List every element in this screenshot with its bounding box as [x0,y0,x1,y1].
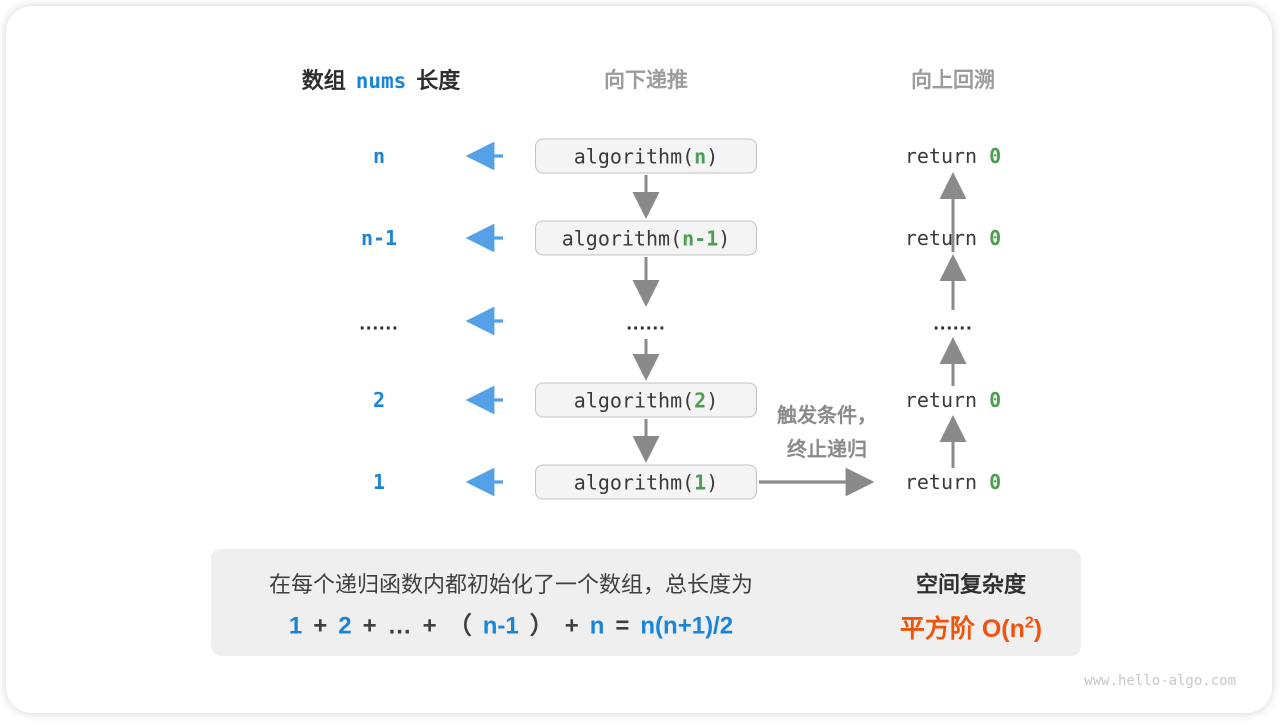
call-arg: n-1 [682,226,719,250]
formula-token: = [615,612,630,640]
formula-token: 2 [338,612,352,640]
formula-token: + [422,612,437,640]
return-value: 0 [989,226,1002,250]
call-close: ) [706,388,719,412]
complexity-title: 空间复杂度 [915,572,1027,597]
return-label-5: return 0 [905,470,1001,494]
summary-box: 在每个递归函数内都初始化了一个数组，总长度为 1 + 2 + … + （ n-1… [211,549,1081,656]
formula-token: n [589,612,605,640]
size-label-1: 1 [372,470,386,494]
header-nums-code: nums [355,69,407,93]
size-label-n-1: n-1 [360,226,398,250]
return-value: 0 [989,388,1002,412]
summary-text: 在每个递归函数内都初始化了一个数组，总长度为 [268,572,754,597]
watermark: www.hello-algo.com [1084,673,1236,689]
return-label-1: return 0 [905,144,1001,168]
formula-token: + [564,612,579,640]
call-text: algorithm( [573,144,695,168]
return-keyword: return [904,226,978,250]
call-box-n-1: algorithm(n-1) [535,220,757,256]
call-arg: n [694,144,707,168]
return-keyword: return [904,470,978,494]
formula-token: + [313,612,328,640]
column-header-array-length: 数组 nums 长度 [302,63,461,95]
complexity-value: 平方阶 O(n2) [900,609,1042,645]
base-case-line1: 触发条件， [777,405,877,427]
ellipsis-right: ...... [933,312,973,335]
summary-formula: 1 + 2 + … + （ n-1 ） + n = n(n+1)/2 [289,606,733,641]
call-arg: 1 [694,470,707,494]
return-value: 0 [989,470,1002,494]
complexity-exponent: 2 [1024,614,1034,632]
call-text: algorithm( [573,388,695,412]
call-text: algorithm( [561,226,683,250]
call-box-2: algorithm(2) [535,382,757,418]
return-keyword: return [904,144,978,168]
call-box-1: algorithm(1) [535,464,757,500]
call-text: algorithm( [573,470,695,494]
call-close: ) [718,226,731,250]
formula-token: n(n+1)/2 [640,612,734,640]
call-close: ) [706,144,719,168]
ellipsis-left: ...... [359,312,399,335]
formula-token: 1 [288,612,303,640]
formula-token: + [362,612,377,640]
complexity-suffix: ) [1033,615,1043,643]
base-case-line2: 终止递归 [787,439,867,461]
size-label-2: 2 [372,388,386,412]
formula-token: … [387,612,412,640]
diagram-card: 数组 nums 长度 向下递推 向上回溯 n algorithm(n) retu… [6,6,1272,713]
size-label-n: n [372,144,386,168]
formula-token: n-1 [482,612,519,640]
call-arg: 2 [694,388,707,412]
ellipsis-middle: ...... [626,312,666,335]
header-array-prefix: 数组 [301,68,346,93]
header-array-suffix: 长度 [416,68,461,93]
call-close: ) [706,470,719,494]
formula-token: ） [529,612,554,640]
base-case-annotation: 触发条件， 终止递归 [777,399,877,467]
return-keyword: return [904,388,978,412]
complexity-prefix: 平方阶 O(n [899,615,1025,643]
return-value: 0 [989,144,1002,168]
column-header-backtrack: 向上回溯 [911,69,995,92]
formula-token: （ [447,612,472,640]
call-box-n: algorithm(n) [535,138,757,174]
return-label-4: return 0 [905,388,1001,412]
column-header-recurse: 向下递推 [604,69,688,92]
return-label-2: return 0 [905,226,1001,250]
